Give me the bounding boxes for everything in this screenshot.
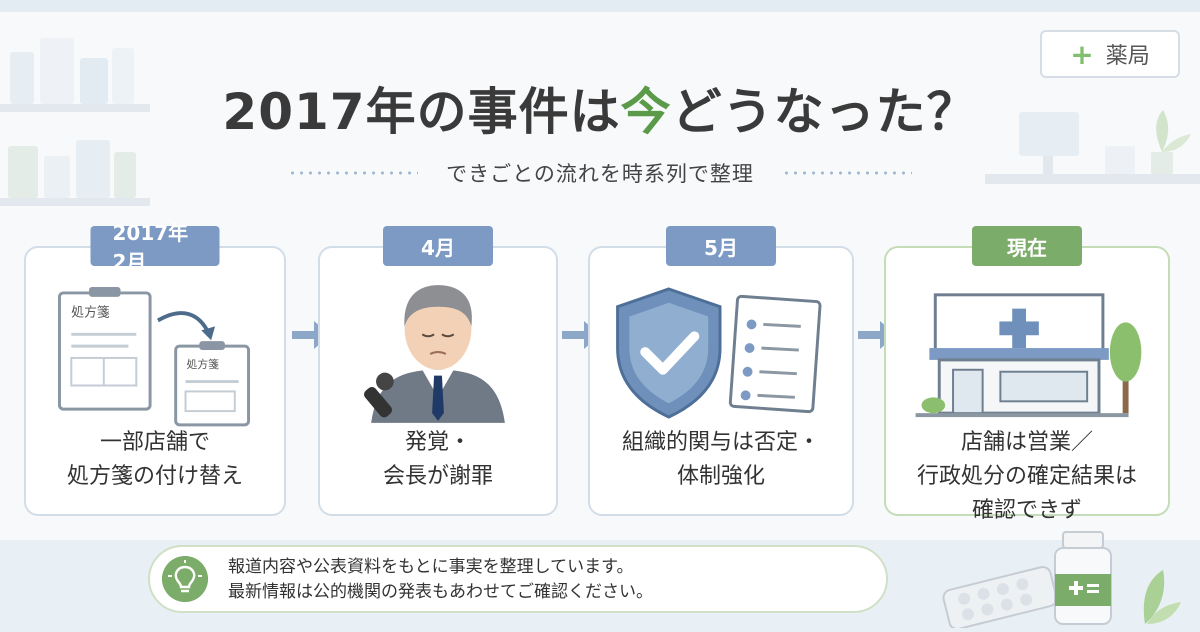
pharmacy-sign: + 薬局 — [1040, 30, 1180, 78]
timeline-step-2: 4月 発覚・ 会長が謝罪 — [318, 226, 558, 516]
title-accent: 今 — [620, 83, 672, 141]
timeline-step-4: 現在 店舗は営業／ 行政処分の確定結果は 確認できず — [884, 226, 1170, 523]
disclaimer-text: 報道内容や公表資料をもとに事実を整理しています。 最新情報は公的機関の発表もあわ… — [228, 555, 653, 605]
step-date-badge: 現在 — [972, 226, 1082, 266]
plus-icon: + — [1070, 37, 1094, 71]
pharmacy-store-icon — [915, 293, 1142, 418]
bowing-person-icon — [364, 285, 505, 423]
divider-dots — [781, 171, 912, 175]
step-description: 発覚・ 会長が謝罪 — [382, 430, 493, 489]
medicine-bottle-icon — [942, 531, 1181, 628]
lightbulb-icon — [162, 556, 208, 602]
timeline-step-1: 2017年2月 処方箋 処方箋 一部店舗で 処方箋の付け替え — [24, 221, 286, 516]
step-description: 一部店舗で 処方箋の付け替え — [66, 430, 243, 489]
step-description: 組織的関与は否定・ 体制強化 — [621, 430, 820, 489]
prescription-label: 処方箋 — [71, 305, 110, 321]
top-band — [0, 0, 1200, 12]
page-title: 2017年の事件は今どうなった？ — [0, 72, 1200, 144]
prescription-label: 処方箋 — [187, 357, 220, 371]
medicine-shelf-icon — [0, 38, 150, 206]
reception-counter-icon — [985, 110, 1200, 184]
disclaimer-line: 最新情報は公的機関の発表もあわせてご確認ください。 — [228, 582, 653, 602]
page-subtitle: できごとの流れを時系列で整理 — [446, 162, 754, 186]
step-date-badge: 4月 — [383, 226, 493, 266]
disclaimer-box: 報道内容や公表資料をもとに事実を整理しています。 最新情報は公的機関の発表もあわ… — [148, 545, 888, 613]
divider-dots — [288, 171, 419, 175]
step-date-badge: 2017年2月 — [90, 221, 220, 274]
shield-checklist-icon — [616, 287, 822, 419]
step-date-badge: 5月 — [666, 226, 776, 266]
step-description: 店舗は営業／ 行政処分の確定結果は 確認できず — [916, 430, 1137, 523]
pharmacy-sign-label: 薬局 — [1105, 44, 1150, 69]
title-part: どうなった？ — [671, 83, 978, 141]
subtitle-row: できごとの流れを時系列で整理 — [0, 158, 1200, 188]
timeline-step-3: 5月 組織的関与は否定・ 体制強化 — [588, 226, 854, 516]
title-part: 2017年の事件は — [222, 83, 621, 141]
prescription-swap-icon: 処方箋 処方箋 — [58, 287, 251, 427]
disclaimer-line: 報道内容や公表資料をもとに事実を整理しています。 — [228, 557, 634, 577]
